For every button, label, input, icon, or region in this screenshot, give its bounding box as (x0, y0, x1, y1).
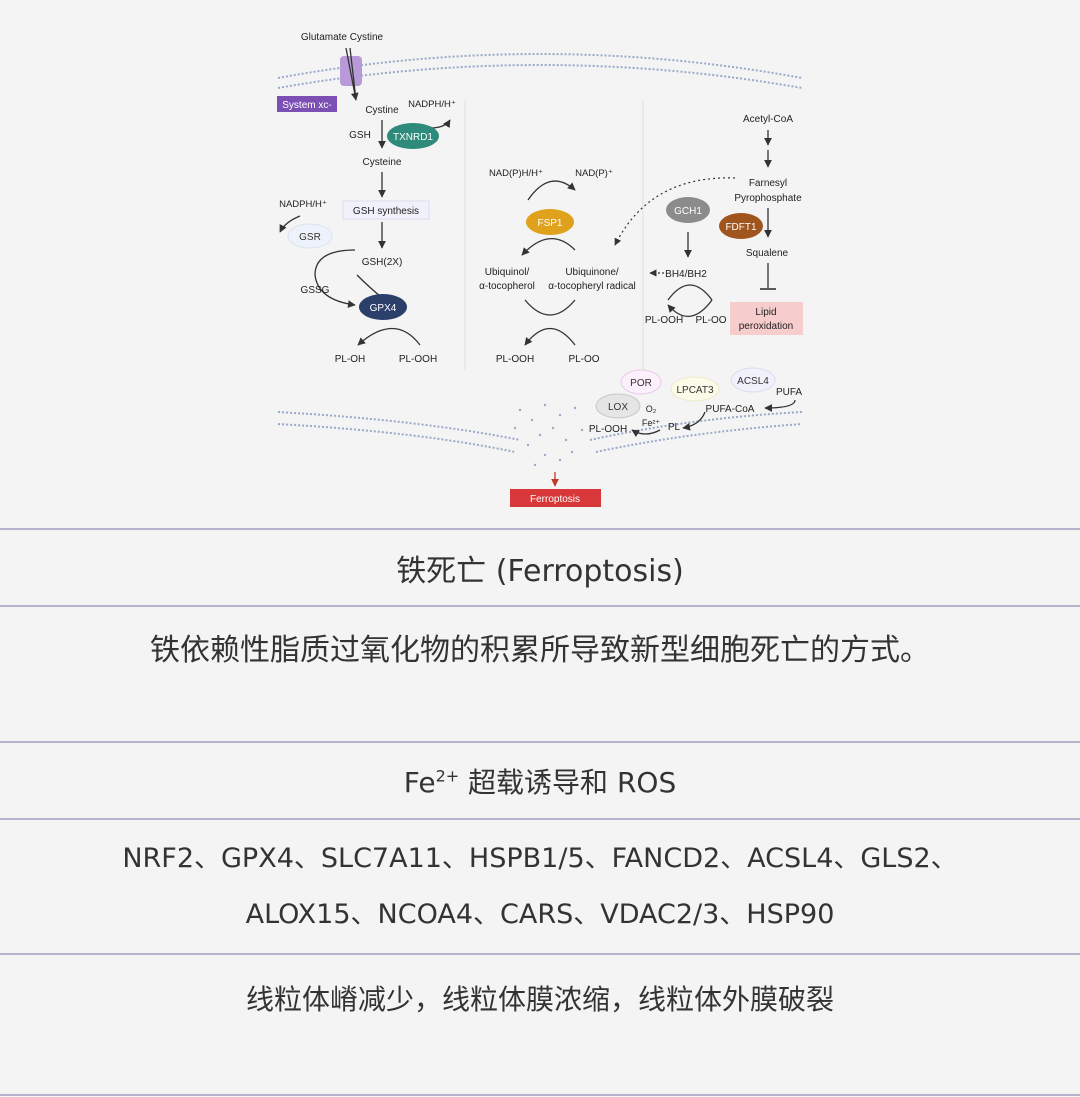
ferroptosis-pathway-diagram: Glutamate Cystine System xc- Cystine NAD… (277, 32, 803, 507)
lox-node (595, 393, 641, 419)
nadph-label-1: NADPH/H⁺ (408, 99, 456, 110)
gch1-label: GCH1 (674, 206, 702, 217)
acetyl-coa-label: Acetyl-CoA (743, 114, 793, 125)
trigger-text: Fe2+ 超载诱导和 ROS (403, 765, 677, 799)
row-divider-1 (0, 528, 1080, 530)
ferroptosis-definition: 铁依赖性脂质过氧化物的积累所导致新型细胞死亡的方式。 (150, 633, 930, 668)
row-divider-2 (0, 605, 1080, 607)
txnrd1-label: TXNRD1 (393, 132, 433, 143)
row-divider-5 (0, 953, 1080, 955)
gsh2x-label: GSH(2X) (362, 257, 403, 268)
pl-oo-label-1: PL-OO (568, 354, 599, 365)
lipid-label: Lipid (755, 307, 776, 318)
acsl4-node (730, 367, 776, 393)
fsp1-label: FSP1 (537, 218, 562, 229)
glutamate-cystine-label: Glutamate Cystine (301, 32, 384, 43)
gssg-label: GSSG (301, 285, 330, 296)
system-xc-label: System xc- (282, 100, 331, 111)
trigger-row: Fe2+ 超载诱导和 ROS (0, 743, 1080, 818)
gsh-synthesis-label: GSH synthesis (353, 206, 419, 217)
ferroptosis-label: Ferroptosis (530, 494, 580, 505)
tocopheryl-radical-label: α-tocopheryl radical (548, 281, 636, 292)
farnesyl-label: Farnesyl (749, 178, 787, 189)
cysteine-label: Cysteine (363, 157, 402, 168)
membrane-rupture-dots (513, 403, 584, 467)
row-divider-6 (0, 1094, 1080, 1096)
lipid-peroxidation-box (730, 302, 803, 335)
gpx4-label: GPX4 (370, 303, 397, 314)
pufa-label: PUFA (776, 387, 802, 398)
nadp-label: NAD(P)⁺ (575, 168, 613, 179)
acsl4-label: ACSL4 (737, 376, 769, 387)
pl-ooh-label-1: PL-OOH (399, 354, 437, 365)
gsh-label: GSH (349, 130, 371, 141)
genes-row: NRF2、GPX4、SLC7A11、HSPB1/5、FANCD2、ACSL4、G… (0, 820, 1080, 953)
lpcat3-node (670, 376, 720, 402)
pl-ooh-label-2: PL-OOH (496, 354, 534, 365)
tocopherol-label: α-tocopherol (479, 281, 535, 292)
fsp1-node (526, 209, 574, 235)
gpx4-node (359, 294, 407, 320)
pufa-coa-label: PUFA-CoA (706, 404, 755, 415)
ferroptosis-badge (510, 489, 601, 507)
fdft1-node (719, 213, 763, 239)
o2-label: O₂ (646, 404, 657, 414)
lpcat3-label: LPCAT3 (676, 385, 713, 396)
fe2-label: Fe²⁺ (642, 418, 661, 428)
pl-ooh-label-4: PL-OOH (589, 424, 627, 435)
ubiquinol-label: Ubiquinol/ (485, 267, 530, 278)
bh4-bh2-label: BH4/BH2 (665, 269, 707, 280)
cystine-label: Cystine (365, 105, 399, 116)
txnrd1-node (387, 123, 439, 149)
lox-label: LOX (608, 402, 628, 413)
genes-line-1: NRF2、GPX4、SLC7A11、HSPB1/5、FANCD2、ACSL4、G… (122, 842, 958, 874)
ferroptosis-name: 铁死亡 (Ferroptosis) (396, 553, 684, 589)
peroxidation-label: peroxidation (739, 321, 793, 332)
pl-ooh-label-3: PL-OOH (645, 315, 683, 326)
genes-line-2: ALOX15、NCOA4、CARS、VDAC2/3、HSP90 (245, 898, 835, 930)
gsh-synthesis-box (342, 200, 430, 220)
gch1-node (666, 197, 710, 223)
pl-oh-label: PL-OH (335, 354, 366, 365)
morphology-row: 线粒体嵴减少，线粒体膜浓缩，线粒体外膜破裂 (245, 982, 834, 1016)
gsr-node (287, 223, 333, 249)
por-node (620, 369, 662, 395)
gsr-label: GSR (299, 232, 321, 243)
system-xc-badge (277, 96, 337, 112)
pl-label: PL (668, 422, 681, 433)
squalene-label: Squalene (746, 248, 789, 259)
nadph-label-2: NADPH/H⁺ (279, 199, 327, 210)
row-divider-4 (0, 818, 1080, 820)
fdft1-label: FDFT1 (725, 222, 757, 233)
pyrophosphate-label: Pyrophosphate (734, 193, 802, 204)
ubiquinone-label: Ubiquinone/ (565, 267, 619, 278)
por-label: POR (630, 378, 652, 389)
pl-oo-label-2: PL-OO (695, 315, 726, 326)
bottom-membrane (277, 411, 803, 453)
row-divider-3 (0, 741, 1080, 743)
nadph-label-3: NAD(P)H/H⁺ (489, 168, 543, 179)
